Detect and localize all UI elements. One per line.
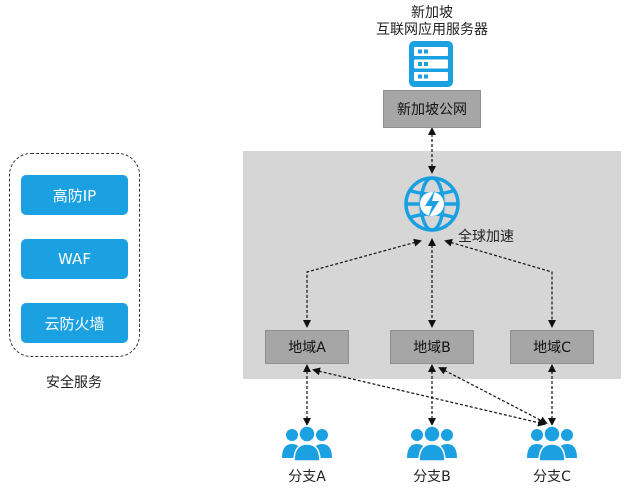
security-services-caption: 安全服务 xyxy=(46,375,102,391)
server-title-line1: 新加坡 xyxy=(411,5,453,21)
link-region-b-branch-c xyxy=(438,367,548,424)
server-title-line2: 互联网应用服务器 xyxy=(376,22,488,38)
region-c-box: 地域C xyxy=(510,330,594,364)
branch-a-user-group-icon xyxy=(282,425,332,461)
branch-b-user-group-icon xyxy=(407,425,457,461)
link-globe-region-a xyxy=(303,238,422,328)
branch-a-label: 分支A xyxy=(288,469,326,485)
server-rack-icon xyxy=(409,41,453,87)
security-services-group xyxy=(9,153,140,357)
globe-lightning-icon xyxy=(404,176,460,232)
link-globe-region-c xyxy=(444,238,556,328)
global-acceleration-label: 全球加速 xyxy=(458,229,514,245)
waf-service: WAF xyxy=(21,239,128,279)
region-a-box: 地域A xyxy=(265,330,349,364)
anti-ddos-ip-service: 高防IP xyxy=(21,175,128,215)
cloud-firewall-service: 云防火墙 xyxy=(21,303,128,343)
link-region-a-branch-c xyxy=(312,367,546,427)
branch-c-label: 分支C xyxy=(533,469,571,485)
branch-b-label: 分支B xyxy=(413,469,451,485)
branch-c-user-group-icon xyxy=(527,425,577,461)
region-b-box: 地域B xyxy=(390,330,474,364)
public-network-box: 新加坡公网 xyxy=(383,90,481,128)
